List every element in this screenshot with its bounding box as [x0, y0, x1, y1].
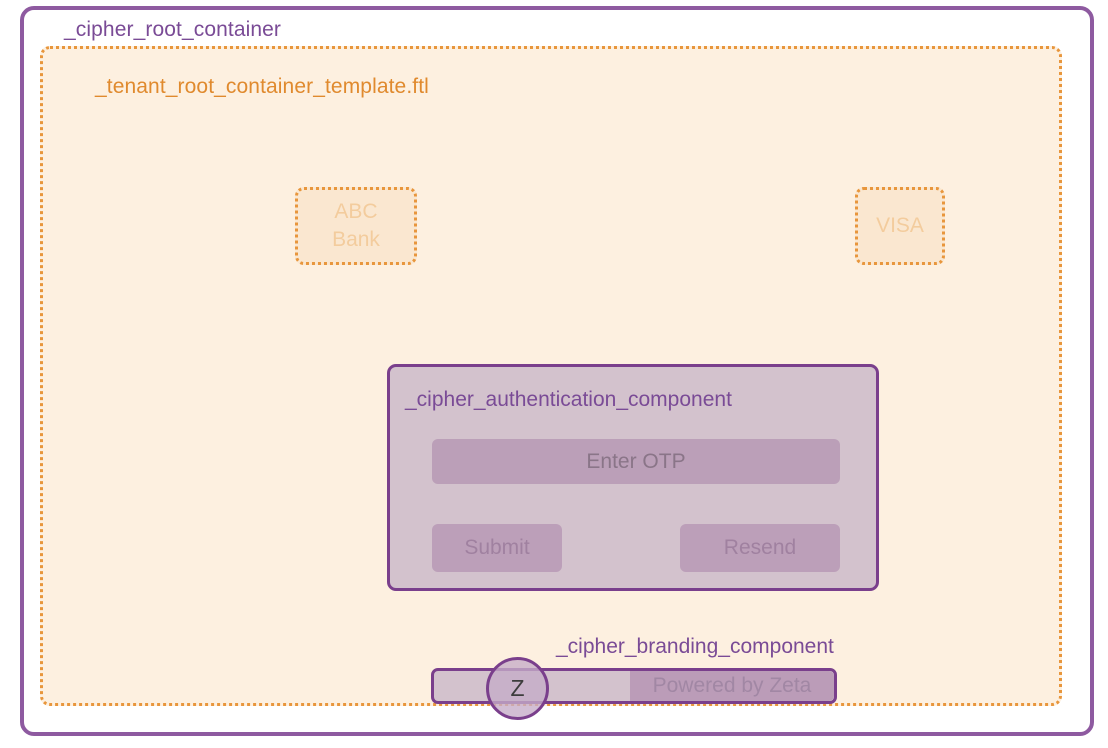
bank-logo-line-2: Bank — [332, 228, 380, 251]
tenant-container-label: _tenant_root_container_template.ftl — [95, 75, 429, 98]
bank-logo-line-1: ABC — [334, 200, 378, 224]
cipher-branding-component: _cipher_branding_component Powered by Ze… — [431, 635, 841, 720]
cipher-root-container: _cipher_root_container _tenant_root_cont… — [20, 6, 1094, 736]
branding-component-label: _cipher_branding_component — [556, 635, 834, 658]
card-network-logo-label: VISA — [876, 214, 924, 238]
bank-logo-placeholder: ABC Bank — [295, 187, 417, 265]
root-container-label: _cipher_root_container — [64, 18, 282, 41]
tenant-root-container: _tenant_root_container_template.ftl ABC … — [40, 46, 1062, 720]
zeta-brand-mark-icon: Z — [486, 657, 549, 720]
submit-button[interactable]: Submit — [432, 524, 562, 572]
card-network-logo-placeholder: VISA — [855, 187, 945, 265]
auth-component-label: _cipher_authentication_component — [405, 388, 732, 411]
otp-input[interactable]: Enter OTP — [432, 439, 840, 484]
powered-by-label: Powered by Zeta — [630, 671, 834, 701]
cipher-authentication-component: _cipher_authentication_component Enter O… — [387, 364, 879, 591]
resend-button[interactable]: Resend — [680, 524, 840, 572]
